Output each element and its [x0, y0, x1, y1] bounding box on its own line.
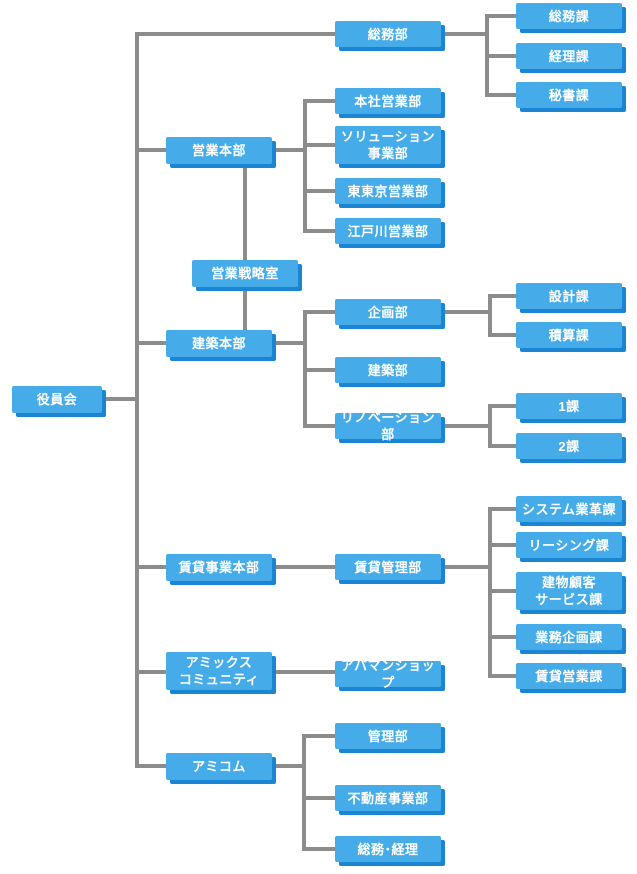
org-node-sekkei-ka: 設計課 [516, 283, 622, 309]
connector-kenchiku-honbu [137, 341, 166, 345]
connector-stub-renovation [303, 424, 335, 428]
org-node-sekisan-ka: 積算課 [516, 322, 622, 348]
connector-stub-keiri-ka [485, 54, 516, 58]
connector-kikaku-out [441, 310, 492, 314]
org-node-yakuinkai: 役員会 [12, 386, 102, 413]
connector-eigyo-honbu [137, 148, 166, 152]
connector-stub-tatemono [488, 589, 516, 593]
connector-amicom [137, 764, 166, 768]
connector-stub-honsha [303, 99, 335, 103]
connector-stub-sekkei [488, 294, 516, 298]
connector-stub-kenchiku-bu [303, 368, 335, 372]
connector-stub-sekisan [488, 333, 516, 337]
connector-amicom-out [272, 764, 304, 768]
org-node-chintai-kanri-bu: 賃貸管理部 [335, 554, 441, 580]
connector-stub-soumu-ka [485, 14, 516, 18]
connector-stub-kanri-bu [302, 734, 335, 738]
connector-stub-hisho-ka [485, 93, 516, 97]
org-node-eigyo-honbu: 営業本部 [166, 137, 272, 164]
connector-senryaku-to-kenchiku [243, 287, 247, 330]
org-node-system-gyokaku-ka: システム業革課 [516, 496, 622, 522]
connector-stub-edogawa [303, 229, 335, 233]
connector-stub-fudosan [302, 796, 335, 800]
org-node-chintai-eigyo-ka: 賃貸営業課 [516, 663, 622, 689]
org-node-keiri-ka: 経理課 [516, 43, 622, 69]
connector-kenchiku-out [272, 341, 307, 345]
connector-stub-chintai-eigyo [488, 674, 516, 678]
connector-amicom-spine [302, 734, 306, 851]
connector-renovation-out [441, 424, 492, 428]
org-node-solution-jigyo-bu: ソリューション 事業部 [335, 126, 441, 164]
org-node-kikaku-bu: 企画部 [335, 299, 441, 325]
connector-stub-system-gyokaku [488, 507, 516, 511]
connector-eigyo-spine [303, 99, 307, 233]
org-node-eigyo-senryaku-shitsu: 営業戦略室 [192, 260, 298, 287]
org-node-soumu-ka: 総務課 [516, 3, 622, 29]
connector-renovation-spine [488, 404, 492, 448]
connector-stub-higashi-tokyo [303, 189, 335, 193]
connector-stub-1ka [488, 404, 516, 408]
connector-yakuinkai [102, 397, 137, 401]
connector-soumu-out [441, 32, 487, 36]
org-node-1ka: 1課 [516, 393, 622, 419]
connector-stub-solution [303, 143, 335, 147]
org-node-edogawa-eigyo-bu: 江戸川営業部 [335, 218, 441, 244]
connector-soumu-bu-row [135, 32, 335, 36]
connector-stub-leasing [488, 543, 516, 547]
connector-chintai-kanri-out [441, 565, 492, 569]
org-node-hisho-ka: 秘書課 [516, 82, 622, 108]
connector-stub-kikaku [303, 310, 335, 314]
connector-stub-soumu-keiri [302, 847, 335, 851]
connector-chintai-row [272, 565, 335, 569]
org-node-fudosan-jigyo-bu: 不動産事業部 [335, 785, 441, 811]
org-node-kenchiku-honbu: 建築本部 [166, 330, 272, 357]
connector-stub-2ka [488, 444, 516, 448]
org-node-renovation-bu: リノベーション部 [335, 410, 441, 442]
org-node-chintai-jigyo-honbu: 賃貸事業本部 [166, 554, 272, 581]
org-node-gyomu-kikaku-ka: 業務企画課 [516, 624, 622, 650]
org-node-honsha-eigyo-bu: 本社営業部 [335, 88, 441, 114]
org-node-leasing-ka: リーシング課 [516, 532, 622, 558]
org-node-soumu-bu: 総務部 [335, 21, 441, 47]
connector-kikaku-spine [488, 294, 492, 337]
connector-chintai-jigyo-honbu [137, 565, 166, 569]
connector-stub-gyomu-kikaku [488, 635, 516, 639]
org-node-tatemono-kokyaku-service-ka: 建物顧客 サービス課 [516, 572, 622, 610]
org-node-amicom: アミコム [166, 753, 272, 780]
connector-apaman [272, 670, 335, 674]
connector-trunk [135, 32, 139, 768]
org-node-higashi-tokyo-eigyo-bu: 東東京営業部 [335, 178, 441, 204]
org-node-2ka: 2課 [516, 433, 622, 459]
org-node-amix-community: アミックス コミュニティ [166, 652, 272, 690]
connector-eigyo-out [272, 148, 307, 152]
org-node-soumu-keiri: 総務･経理 [335, 836, 441, 862]
connector-eigyo-to-senryaku [243, 164, 247, 260]
org-node-kenchiku-bu: 建築部 [335, 357, 441, 383]
connector-amix-community [137, 670, 166, 674]
org-node-kanri-bu: 管理部 [335, 723, 441, 749]
org-node-apaman-shop: アパマンショップ [335, 658, 441, 690]
